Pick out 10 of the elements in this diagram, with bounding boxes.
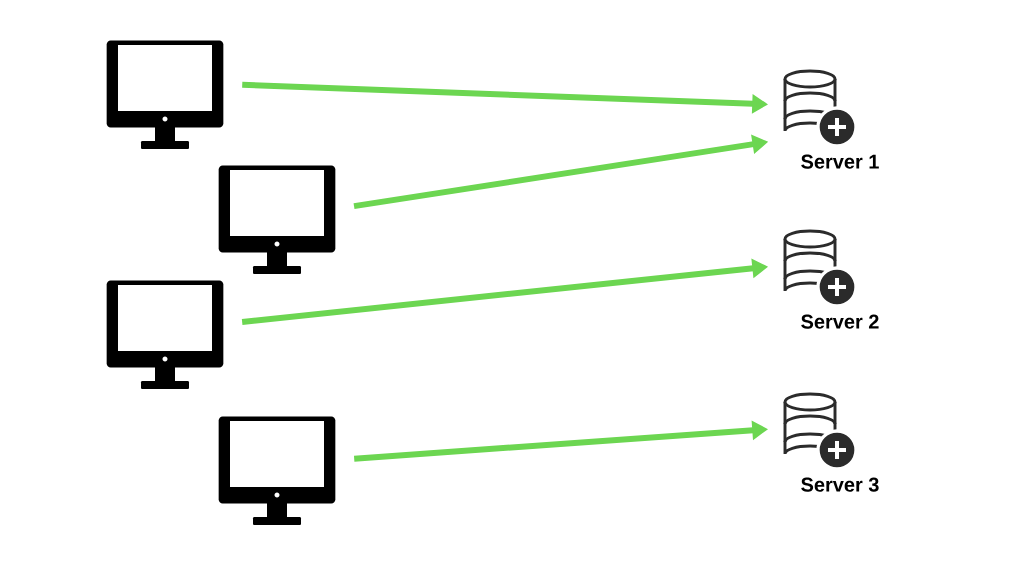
server-label: Server 3 (801, 477, 879, 492)
database-icon (783, 69, 858, 148)
database-icon (783, 229, 858, 308)
monitor-icon (218, 416, 336, 525)
server-label: Server 2 (801, 314, 879, 329)
server-label: Server 1 (801, 154, 879, 169)
monitor-icon (106, 280, 224, 389)
database-icon (783, 392, 858, 471)
monitor-icon (106, 40, 224, 149)
monitor-icon (218, 165, 336, 274)
